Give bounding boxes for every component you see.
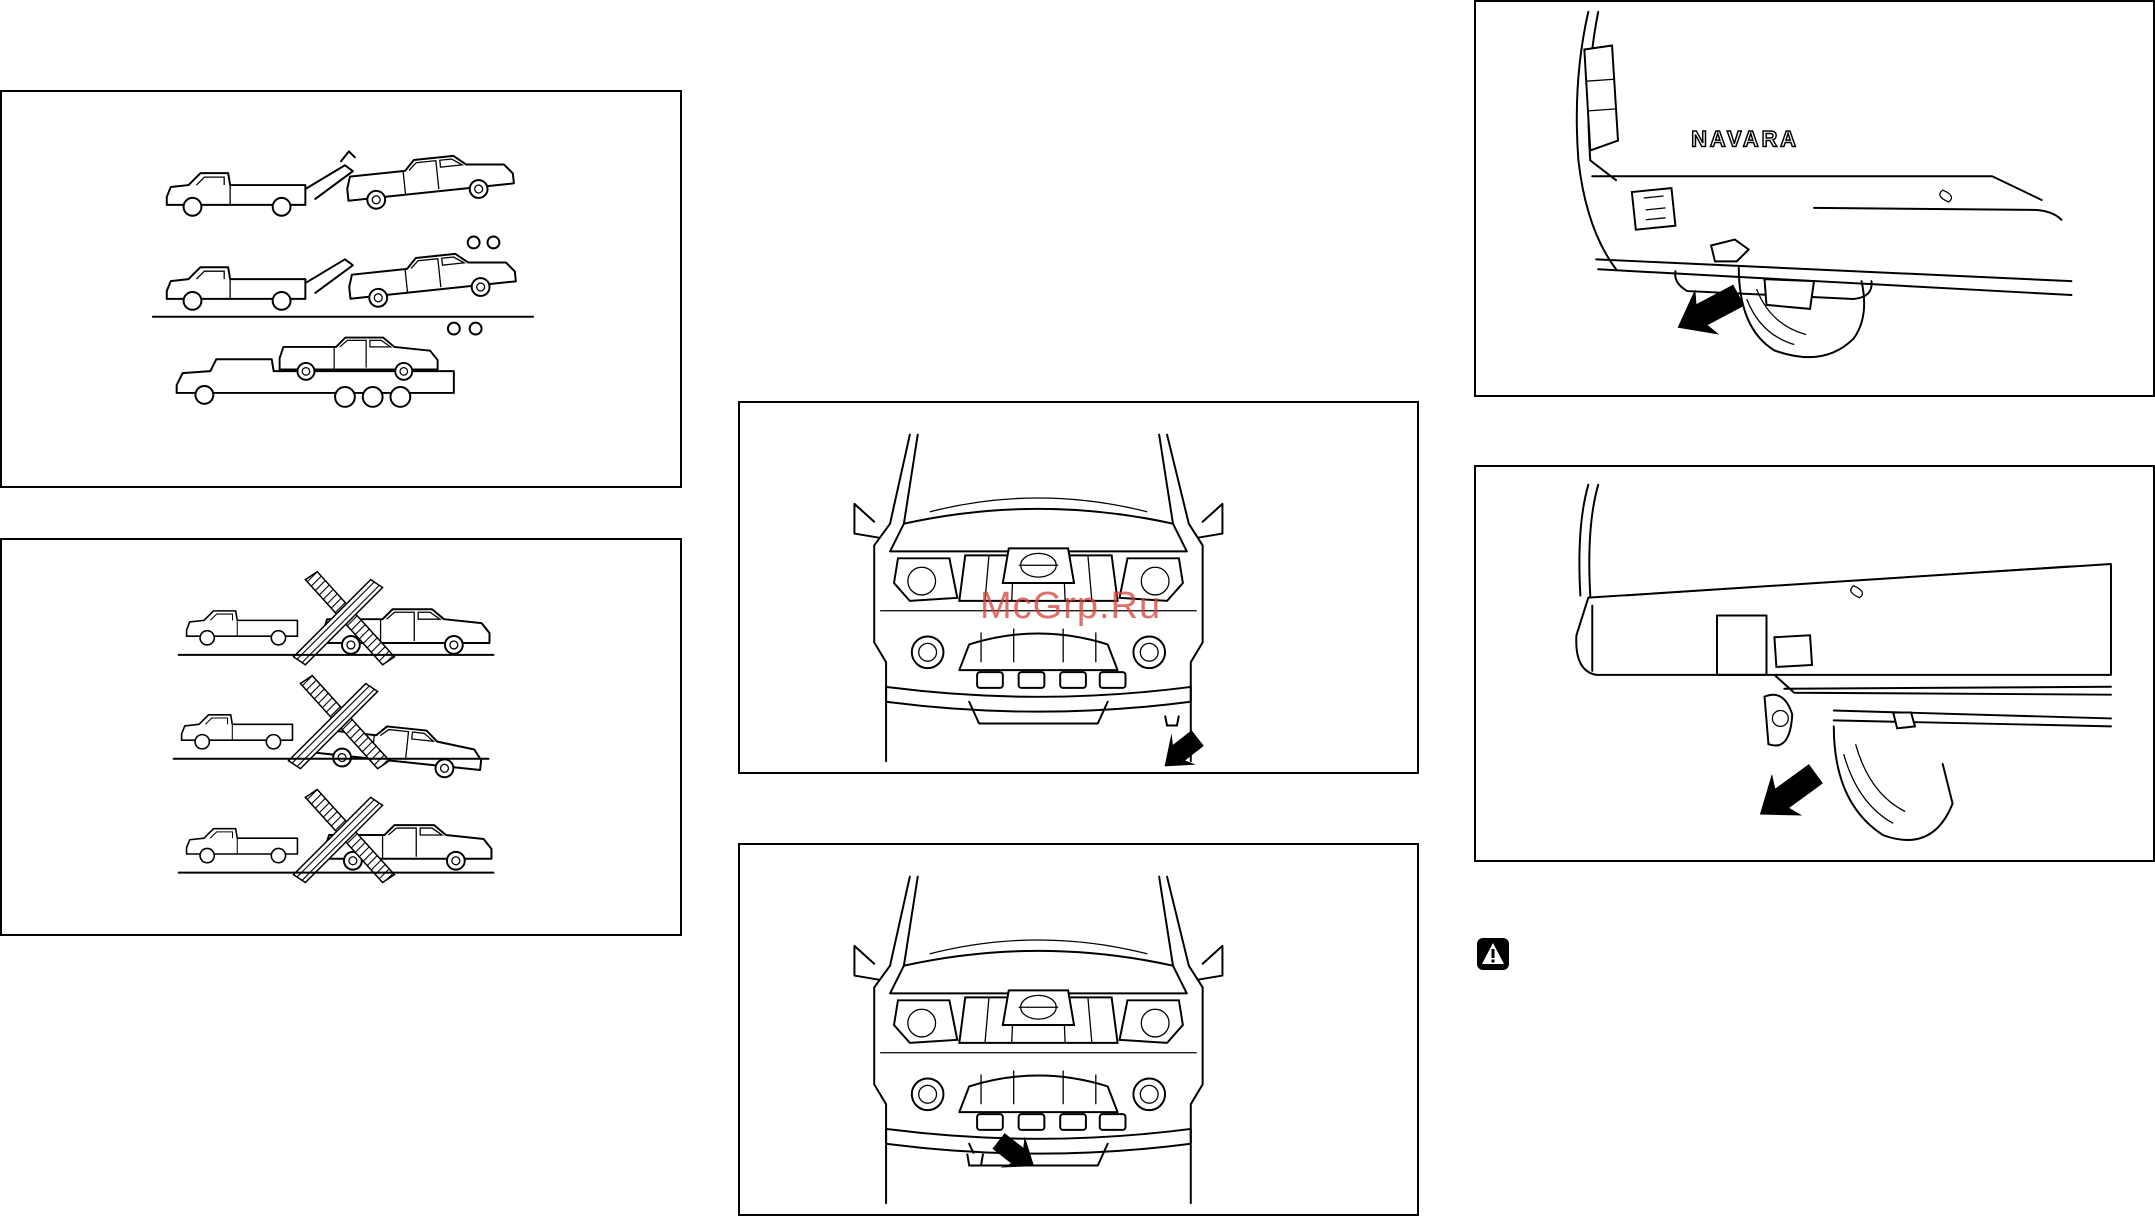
rear-tow-hook-chrome-bumper-panel — [1474, 465, 2155, 862]
warning-triangle-icon — [1477, 938, 1509, 970]
rear-tow-hook-illustration — [1476, 467, 2153, 860]
front-tow-hook-left-panel — [738, 843, 1419, 1216]
rear-tow-hook-illustration: NAVARA — [1476, 2, 2153, 395]
correct-towing-methods-panel — [0, 90, 682, 488]
navara-badge: NAVARA — [1691, 127, 1799, 152]
front-tow-hook-illustration — [740, 845, 1417, 1214]
watermark-text: McGrp.Ru — [980, 585, 1161, 628]
crossed-tow-truck-illustration — [2, 540, 680, 934]
tow-truck-illustration — [2, 92, 680, 486]
rear-tow-hook-step-bumper-panel: NAVARA — [1474, 0, 2155, 397]
incorrect-towing-methods-panel — [0, 538, 682, 936]
